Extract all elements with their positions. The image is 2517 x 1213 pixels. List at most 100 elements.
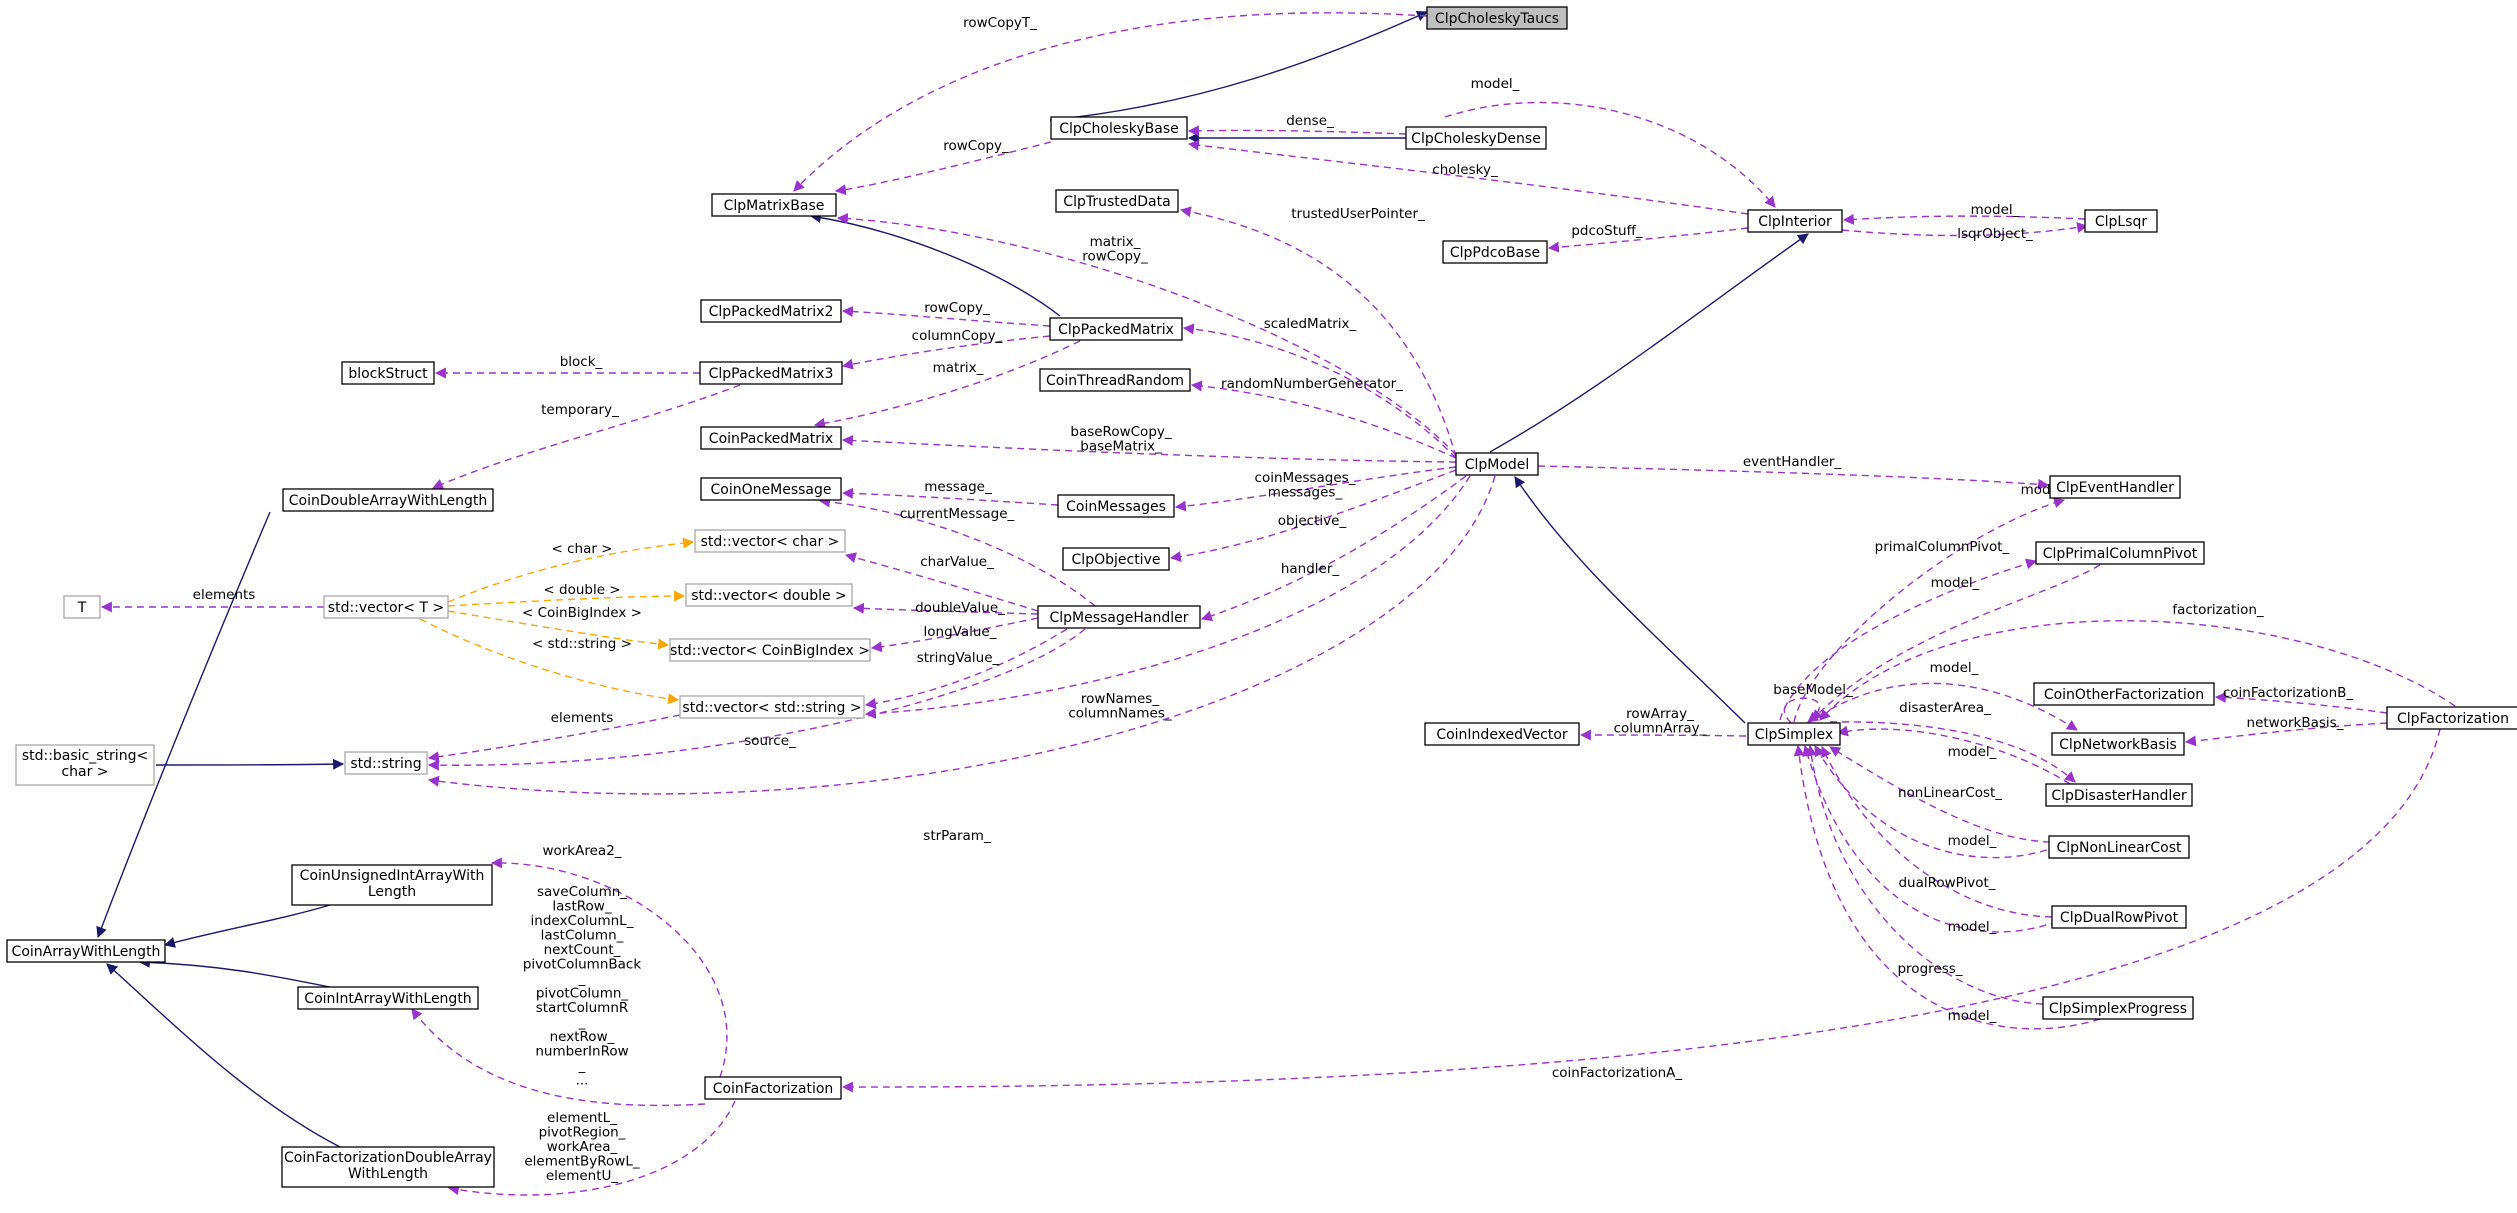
node-vec-char[interactable]: std::vector< char >	[694, 529, 846, 553]
edge-coin-unsigned-int-array-with-length-to-coin-array-with-length	[163, 904, 331, 948]
edge-label: rowArray_columnArray_	[1614, 706, 1707, 737]
node-label: CoinThreadRandom	[1046, 373, 1184, 389]
node-clp-simplex[interactable]: ClpSimplex	[1747, 722, 1841, 746]
node-coin-int-array-with-length[interactable]: CoinIntArrayWithLength	[297, 986, 479, 1010]
edge-label: factorization_	[2172, 602, 2264, 618]
node-vec-double[interactable]: std::vector< double >	[685, 583, 853, 607]
edge-line	[841, 728, 2441, 1093]
edge-clp-simplex-progress-to-clp-simplex: progress_	[1805, 744, 2044, 1005]
edge-label-line: rowCopyT_	[963, 15, 1037, 31]
node-label: CoinUnsignedIntArrayWith	[300, 868, 485, 884]
node-coin-indexed-vector[interactable]: CoinIndexedVector	[1424, 722, 1580, 746]
edge-label-line: pivotColumn_	[536, 986, 629, 1002]
edge-label: dense_	[1286, 113, 1334, 129]
node-label: CoinOtherFactorization	[2044, 687, 2204, 703]
node-t[interactable]: T	[63, 595, 101, 619]
edge-clp-packed-matrix2-to-clp-packed-matrix: rowCopy_	[841, 300, 1051, 327]
node-clp-cholesky-dense[interactable]: ClpCholeskyDense	[1405, 126, 1547, 150]
edge-label-line: ...	[576, 1073, 589, 1089]
node-clp-model[interactable]: ClpModel	[1455, 452, 1539, 476]
edge-label: < std::string >	[532, 636, 632, 652]
node-clp-packed-matrix3[interactable]: ClpPackedMatrix3	[699, 361, 843, 385]
node-basic-string[interactable]: std::basic_string<char >	[15, 744, 155, 786]
node-clp-dual-row-pivot[interactable]: ClpDualRowPivot	[2051, 905, 2187, 929]
edge-clp-simplex-to-clp-dual-row-pivot: model_	[1802, 744, 2091, 935]
edge-line	[1829, 721, 2076, 783]
node-coin-messages[interactable]: CoinMessages	[1057, 494, 1175, 518]
node-clp-lsqr[interactable]: ClpLsqr	[2084, 209, 2158, 233]
edge-clp-trusted-data-to-clp-model: trustedUserPointer_	[1179, 206, 1457, 458]
node-clp-trusted-data[interactable]: ClpTrustedData	[1055, 189, 1179, 213]
node-clp-disaster-handler[interactable]: ClpDisasterHandler	[2045, 783, 2193, 807]
edge-line	[1821, 746, 2053, 918]
node-coin-other-factorization[interactable]: CoinOtherFactorization	[2033, 682, 2215, 706]
node-box	[1747, 722, 1841, 746]
edge-line	[447, 1100, 736, 1196]
node-std-string[interactable]: std::string	[344, 751, 428, 775]
node-label: CoinIntArrayWithLength	[304, 991, 471, 1007]
edge-label-line: model_	[1471, 76, 1520, 92]
node-clp-packed-matrix[interactable]: ClpPackedMatrix	[1049, 317, 1183, 341]
node-coin-factorization[interactable]: CoinFactorization	[704, 1076, 842, 1100]
node-clp-interior[interactable]: ClpInterior	[1747, 209, 1843, 233]
node-clp-matrix-base[interactable]: ClpMatrixBase	[711, 193, 837, 217]
edge-label-line: numberInRow	[535, 1044, 628, 1060]
node-clp-event-handler[interactable]: ClpEventHandler	[2049, 475, 2181, 499]
node-clp-factorization[interactable]: ClpFactorization	[2386, 706, 2517, 730]
node-box	[2042, 996, 2194, 1020]
edge-line	[1783, 697, 1820, 724]
edge-clp-interior-to-clp-lsqr: model_	[1842, 202, 2086, 225]
node-vec-big-index[interactable]: std::vector< CoinBigIndex >	[669, 638, 871, 662]
node-box	[2049, 475, 2181, 499]
node-coin-double-array-with-length[interactable]: CoinDoubleArrayWithLength	[282, 488, 494, 512]
node-box	[2084, 209, 2158, 233]
node-label: ClpDualRowPivot	[2060, 910, 2179, 926]
edge-line	[427, 475, 1496, 795]
edge-line	[1836, 725, 2071, 785]
edge-label: objective_	[1278, 513, 1347, 529]
edge-label-line: workArea_	[547, 1139, 618, 1155]
node-clp-pdco-base[interactable]: ClpPdcoBase	[1442, 240, 1548, 264]
node-clp-objective[interactable]: ClpObjective	[1062, 547, 1170, 571]
edge-line	[834, 141, 1052, 196]
node-box	[1039, 368, 1191, 392]
edge-label-line: pivotColumnBack	[523, 957, 642, 973]
node-vec-t[interactable]: std::vector< T >	[323, 595, 449, 619]
node-coin-thread-random[interactable]: CoinThreadRandom	[1039, 368, 1191, 392]
edge-label-line: elementL_	[547, 1110, 617, 1126]
node-clp-primal-column-pivot[interactable]: ClpPrimalColumnPivot	[2035, 541, 2205, 565]
node-label: std::vector< CoinBigIndex >	[670, 643, 870, 659]
node-clp-cholesky-taucs[interactable]: ClpCholeskyTaucs	[1426, 6, 1568, 30]
node-clp-cholesky-base[interactable]: ClpCholeskyBase	[1050, 116, 1188, 140]
edges-layer: rowCopyT_dense_model_rowCopy_cholesky_ma…	[96, 11, 2456, 1196]
node-label: ClpModel	[1465, 457, 1530, 473]
edge-clp-cholesky-dense-to-clp-cholesky-base: dense_	[1187, 113, 1407, 137]
edge-label-line: rowCopy_	[1082, 249, 1148, 265]
node-clp-packed-matrix2[interactable]: ClpPackedMatrix2	[700, 299, 842, 323]
edge-label: columnCopy_	[912, 328, 1003, 344]
edge-label: elements	[193, 587, 256, 603]
node-coin-array-with-length[interactable]: CoinArrayWithLength	[6, 939, 166, 963]
edge-label-line: nonLinearCost_	[1898, 785, 2002, 801]
node-label: ClpMessageHandler	[1049, 610, 1188, 626]
edge-label-line: columnArray_	[1614, 721, 1707, 737]
node-box	[291, 864, 493, 906]
edge-coin-int-array-with-length-to-coin-factorization: saveColumn_lastRow_indexColumnL_lastColu…	[411, 884, 706, 1107]
node-block-struct[interactable]: blockStruct	[341, 361, 435, 385]
edge-coin-factorization-double-array-with-length-to-coin-factorization: elementL_pivotRegion_workArea_elementByR…	[447, 1100, 736, 1196]
edge-line	[1805, 744, 2044, 1005]
edge-label-line: block_	[560, 354, 603, 370]
node-coin-packed-matrix[interactable]: CoinPackedMatrix	[700, 426, 842, 450]
node-vec-string[interactable]: std::vector< std::string >	[679, 695, 865, 719]
edge-label: progress_	[1897, 961, 1962, 977]
edge-label-line: objective_	[1278, 513, 1347, 529]
node-coin-one-message[interactable]: CoinOneMessage	[700, 477, 842, 501]
node-clp-simplex-progress[interactable]: ClpSimplexProgress	[2042, 996, 2194, 1020]
edge-label: pdcoStuff_	[1571, 223, 1643, 239]
node-clp-non-linear-cost[interactable]: ClpNonLinearCost	[2048, 835, 2190, 859]
node-clp-message-handler[interactable]: ClpMessageHandler	[1037, 605, 1201, 629]
node-clp-network-basis[interactable]: ClpNetworkBasis	[2051, 732, 2185, 756]
edge-label-line: elements	[193, 587, 256, 603]
